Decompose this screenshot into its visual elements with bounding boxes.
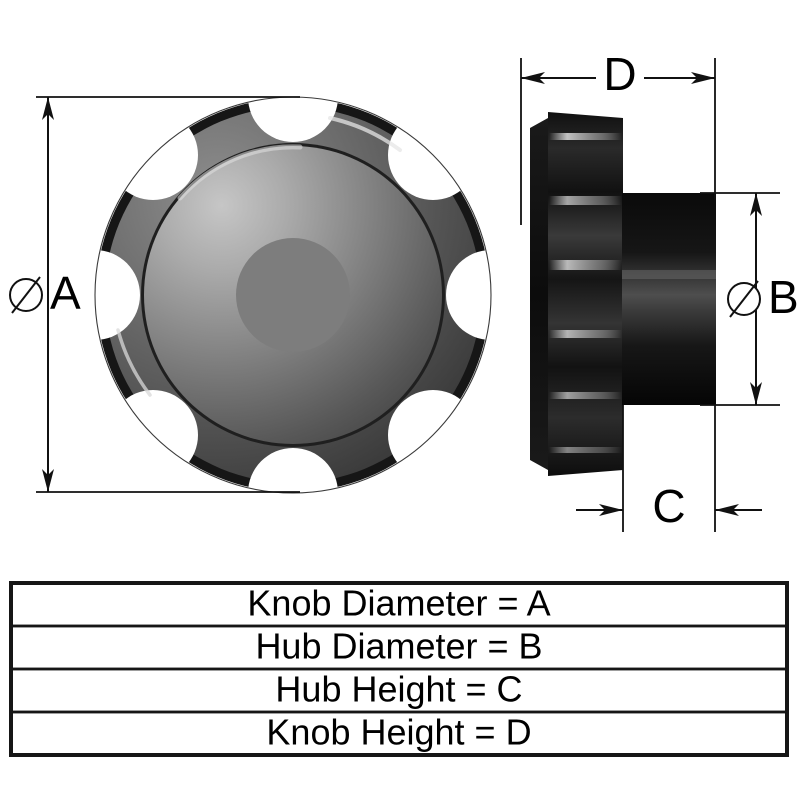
dimension-a-diameter-symbol [9,276,43,314]
legend-row-text-4: Knob Height = D [266,712,531,753]
legend-row: Hub Diameter = B [9,624,789,671]
rim-highlights [116,116,402,397]
knob-center-hub [236,238,350,352]
dimension-a-arrow-top [42,97,54,120]
dimension-c-label: C [652,480,685,532]
side-hub [622,193,716,405]
dimension-b-arrow-top [750,193,762,216]
dimension-c-arrow-left [599,504,623,516]
dimension-d: D [520,48,716,225]
side-view [530,112,716,476]
dimension-d-arrow-right [691,72,715,84]
dome-highlight [177,144,303,201]
dimension-a-label: A [50,267,81,319]
dimension-d-arrow-left [521,72,545,84]
legend-row-text-1: Knob Diameter = A [247,583,550,624]
legend-row-text-3: Hub Height = C [275,669,522,710]
dimension-d-label-bg [596,50,644,106]
side-knurl-highlights [549,133,622,453]
dimension-b: B [700,192,799,406]
dimension-b-label: B [768,271,799,323]
side-hub-highlight [622,270,716,279]
dimension-b-arrow-bottom [750,382,762,405]
front-view [94,96,492,494]
dimension-b-diameter-symbol [727,280,761,318]
legend-row-text-2: Hub Diameter = B [255,626,542,667]
side-knob-body [548,112,623,476]
dimension-a: A [9,96,300,493]
dimension-c-arrow-right [715,504,739,516]
dimension-d-label: D [603,48,636,100]
legend-row-border-4 [9,710,789,757]
legend-row: Knob Diameter = A [9,581,789,628]
legend-row: Knob Height = D [9,710,789,757]
side-back-flange [530,118,548,470]
legend-table: Knob Diameter = A Hub Diameter = B Hub H… [9,581,789,757]
dimension-c: C [576,405,762,532]
legend-row: Hub Height = C [9,667,789,714]
dimension-a-arrow-bottom [42,469,54,492]
